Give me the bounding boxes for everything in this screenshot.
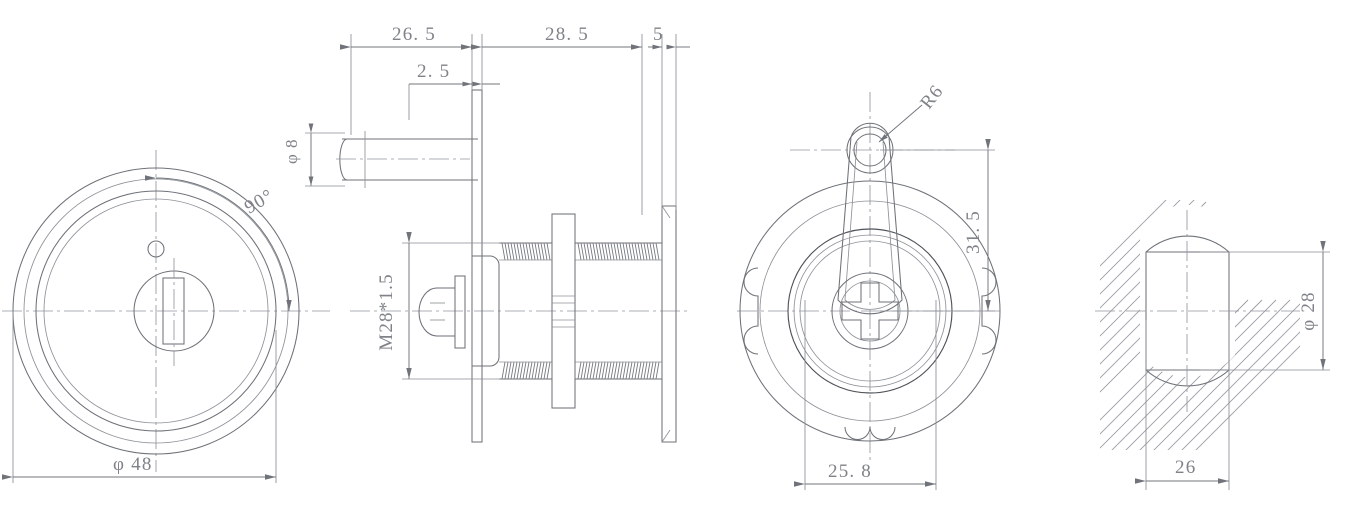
cam-notch-bottom (844, 426, 896, 441)
radius6-leader (878, 104, 923, 143)
cam-arm-body (837, 122, 903, 315)
mounting-plate (471, 89, 483, 443)
mounting-nut (551, 213, 576, 409)
cam-plate-chamfer-top (661, 205, 671, 219)
thread-profile-left (501, 242, 551, 380)
cam-outer-flange (739, 180, 1001, 442)
hole-fill-mask (1140, 204, 1235, 378)
key-barrel-nose (418, 287, 438, 337)
shaft-left-end-cap (339, 138, 348, 181)
radius6-label: R6 (916, 81, 948, 113)
dia48-label: φ 48 (113, 454, 153, 475)
cam-arm-view: R6 31. 5 25. 8 (737, 81, 1001, 490)
len285-label: 28. 5 (545, 24, 589, 45)
width26-label: 26 (1175, 457, 1196, 478)
len25-label: 2. 5 (417, 61, 450, 82)
thread-spec-label: M28*1.5 (376, 273, 397, 351)
phillips-cross-slot (841, 282, 899, 340)
side-section-view: φ 8 (282, 24, 690, 443)
angle-arc-90 (144, 175, 292, 312)
height315-label: 31. 5 (963, 210, 984, 254)
len5-label: 5 (653, 24, 664, 45)
section-hatching (1100, 200, 1300, 450)
front-face-view: 90° φ 48 (2, 150, 330, 483)
cam-notch-left (743, 267, 759, 355)
thread-profile-right (577, 242, 660, 380)
width258-label: 25. 8 (828, 461, 872, 482)
len265-label: 26. 5 (392, 24, 436, 45)
body-flange (472, 255, 500, 367)
dia8-label: φ 8 (282, 138, 301, 164)
dia28-label: φ 28 (1298, 291, 1319, 331)
mounting-hole-view: φ 28 26 (1095, 200, 1330, 490)
cam-plate (661, 205, 677, 443)
cam-plate-chamfer-bottom (661, 429, 671, 443)
key-barrel-collar (454, 275, 466, 349)
